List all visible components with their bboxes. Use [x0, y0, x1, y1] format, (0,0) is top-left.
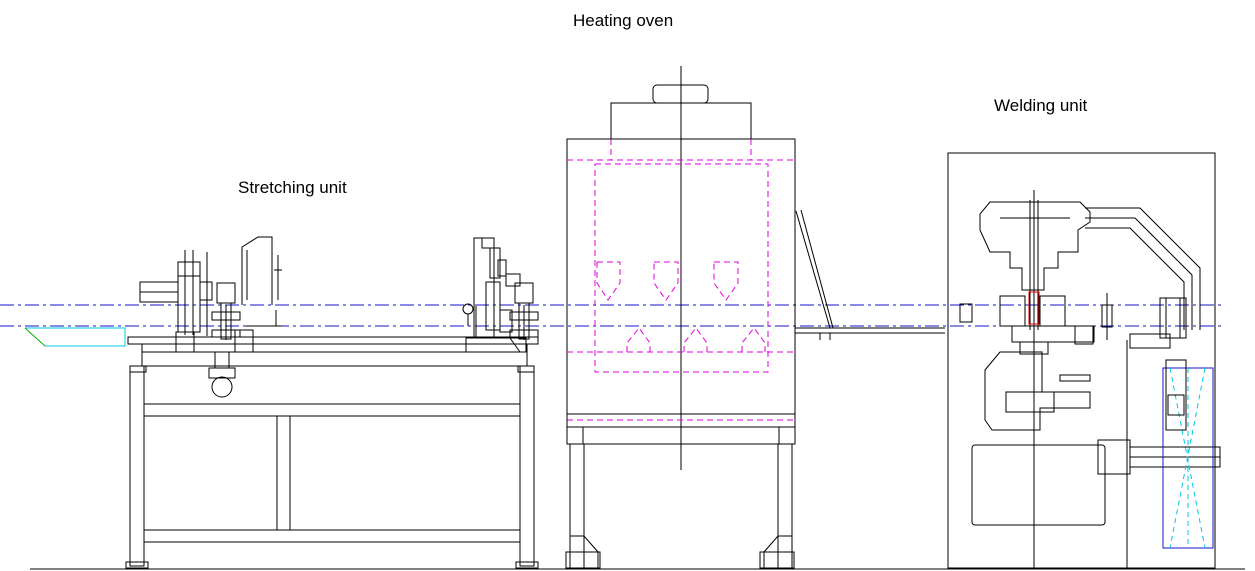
label-welding-unit: Welding unit [994, 96, 1088, 115]
label-heating-oven: Heating oven [573, 11, 673, 30]
infeed-preform [25, 327, 126, 347]
welding-unit [947, 152, 1221, 569]
heating-oven [565, 66, 945, 569]
stretching-unit [24, 236, 539, 569]
label-stretching-unit: Stretching unit [238, 178, 347, 197]
